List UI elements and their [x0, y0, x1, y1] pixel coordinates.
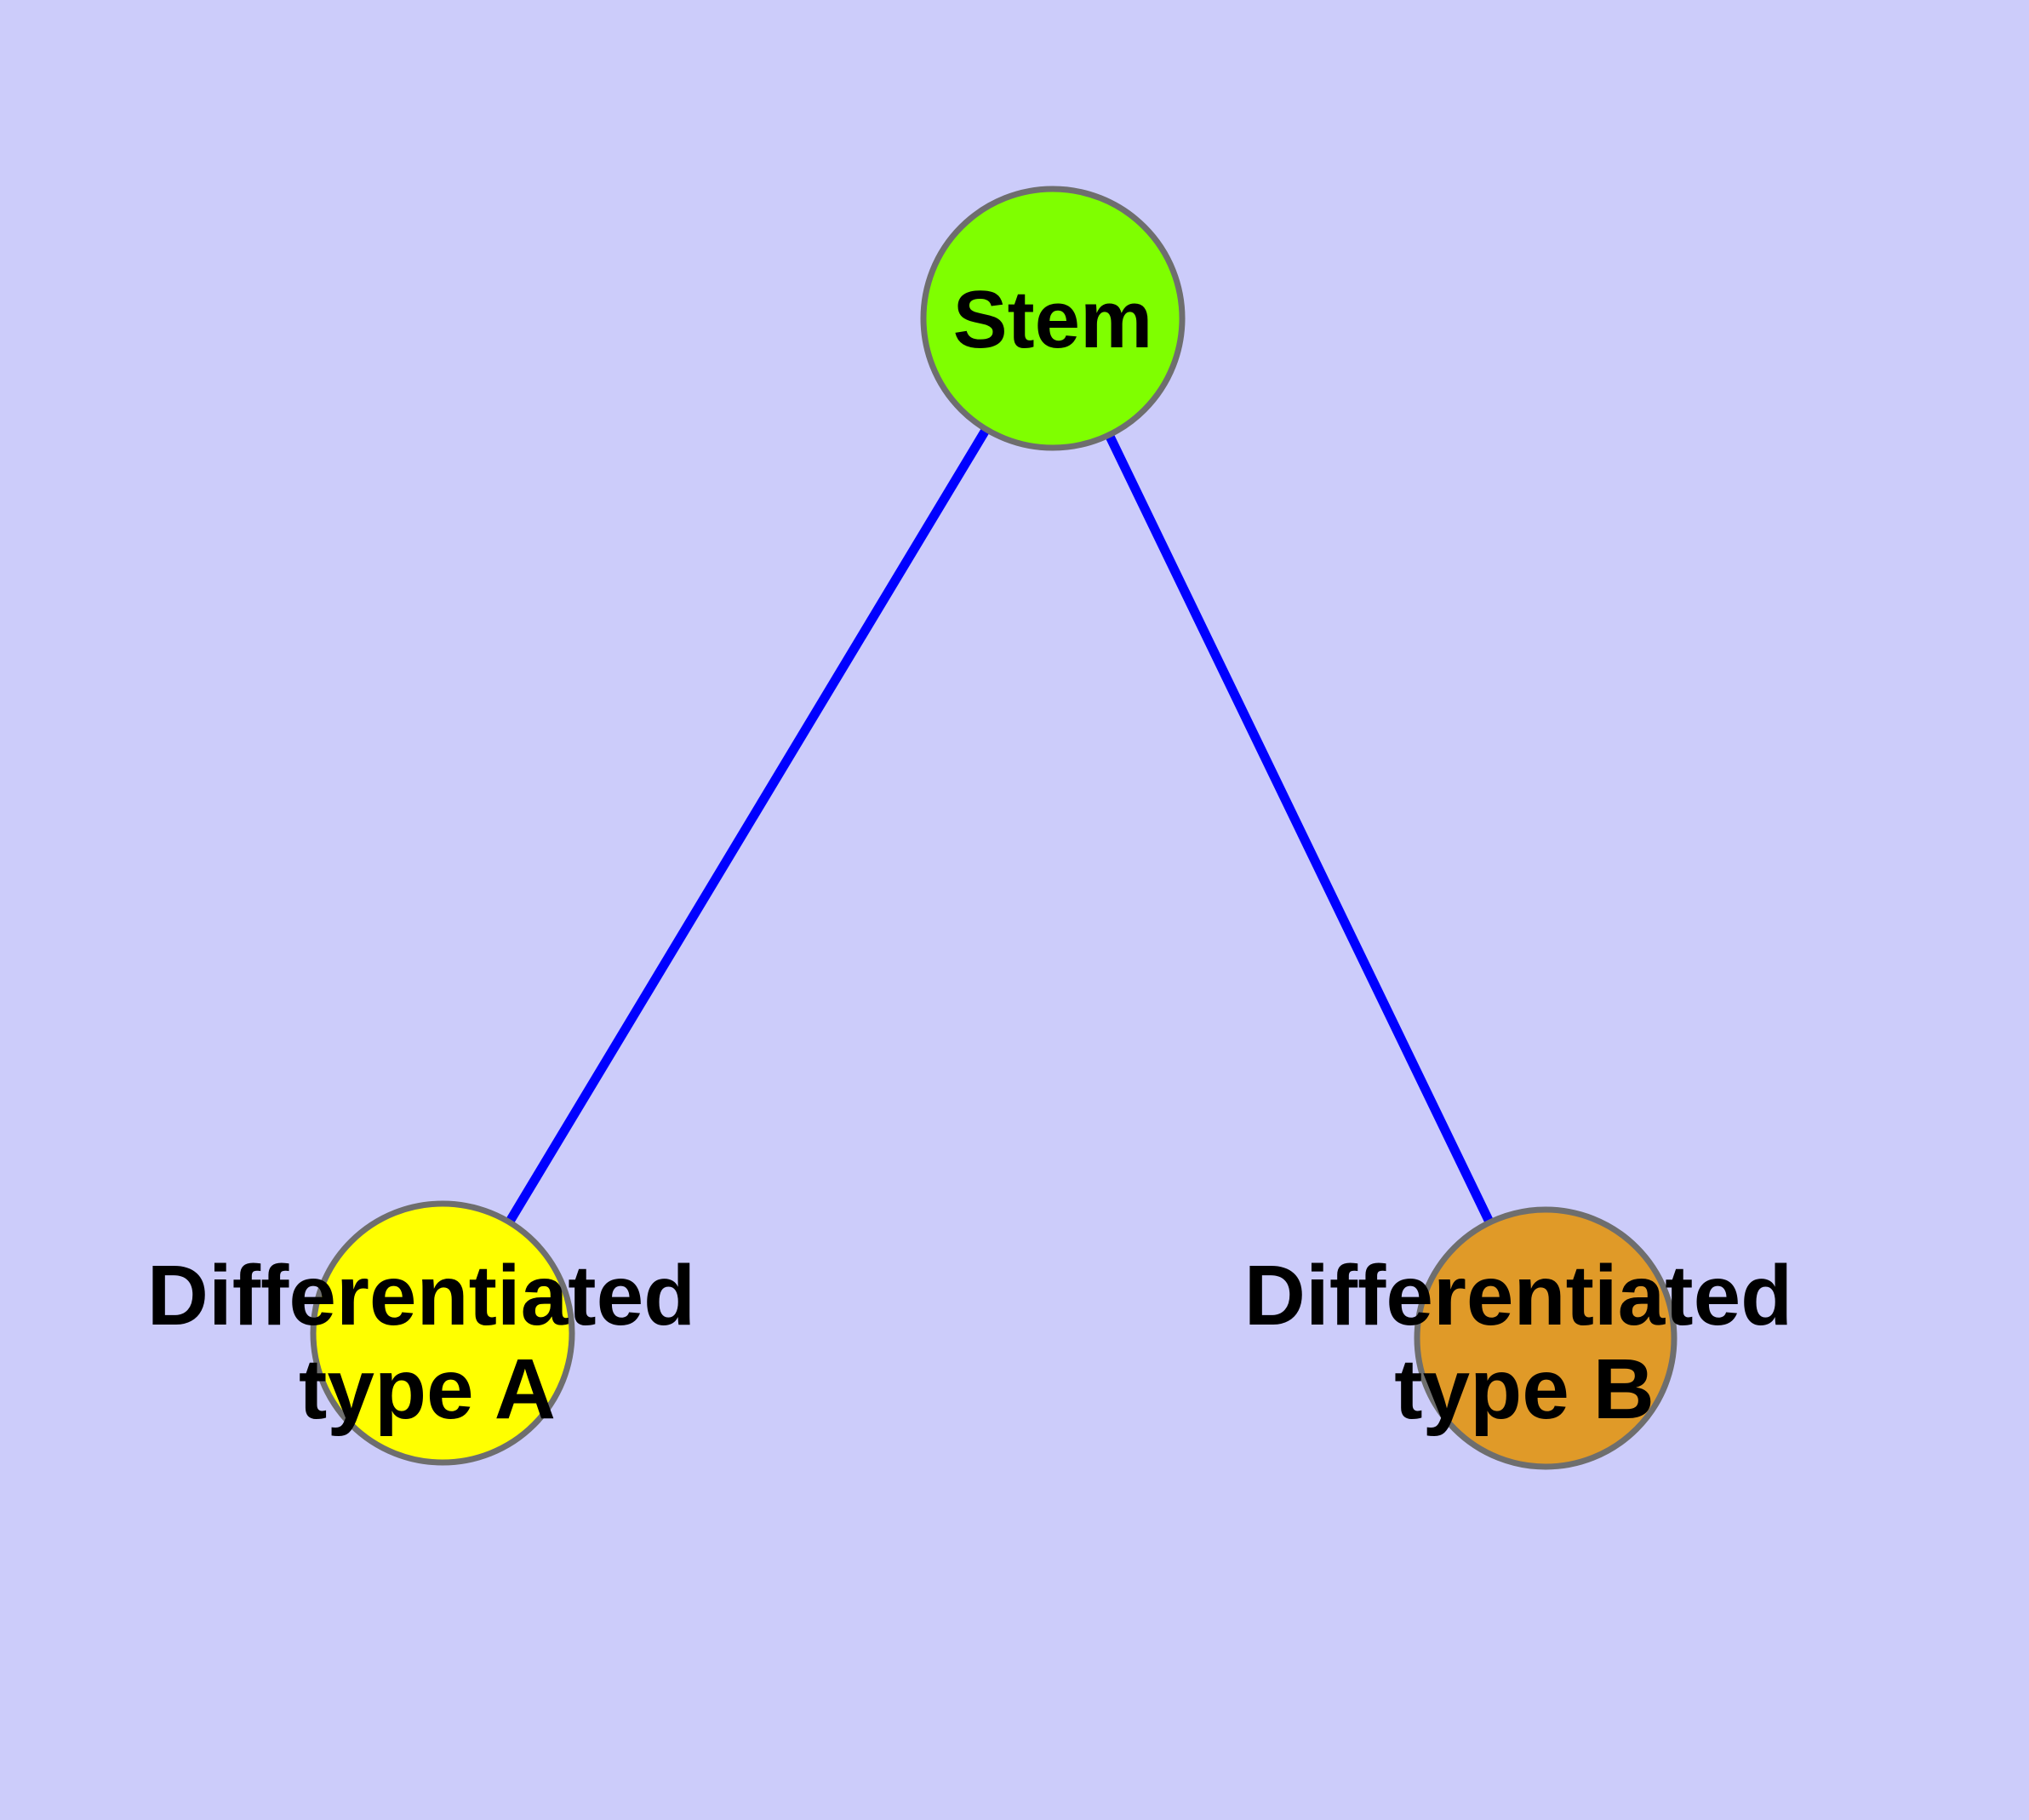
node-differentiated-type-b[interactable]: [1414, 1206, 1677, 1470]
nodes-layer: [310, 186, 1677, 1470]
node-stem[interactable]: [920, 186, 1186, 451]
node-differentiated-type-a[interactable]: [310, 1200, 575, 1466]
edge-stem-to-differentiated-type-a[interactable]: [506, 428, 990, 1223]
node-label-differentiated-type-b-line1: Differentiated: [1244, 1248, 1793, 1343]
node-label-differentiated-type-a-line1: Differentiated: [147, 1248, 696, 1343]
labels-layer: Stem Differentiated type A Differentiate…: [147, 274, 1793, 1437]
node-label-differentiated-type-a-line2: type A: [299, 1342, 556, 1437]
node-label-differentiated-type-b-line2: type B: [1394, 1342, 1655, 1437]
edge-stem-to-differentiated-type-b[interactable]: [1106, 434, 1494, 1223]
node-label-stem: Stem: [953, 274, 1153, 365]
edges-layer: [506, 428, 1494, 1223]
